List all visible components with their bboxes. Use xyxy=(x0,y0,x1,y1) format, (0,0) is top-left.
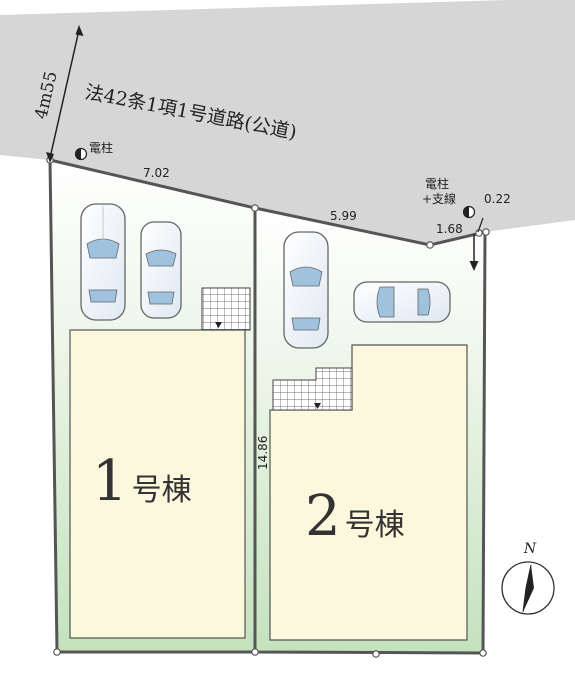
deck-1-arrow xyxy=(215,322,222,328)
dim-front-right: 5.99 xyxy=(330,209,357,223)
deck-1 xyxy=(201,287,251,331)
utility-pole-right-icon xyxy=(462,205,476,219)
pole-right-label-1: 電柱 xyxy=(425,176,449,191)
setback-arrow xyxy=(469,217,484,271)
utility-pole-left-icon xyxy=(74,147,88,161)
dim-corner: 1.68 xyxy=(436,222,463,236)
pole-left-label: 電柱 xyxy=(89,140,113,155)
building-1-number: 1 xyxy=(92,449,128,514)
car-2b xyxy=(353,281,451,323)
north-compass-icon xyxy=(501,561,555,615)
building-2-number: 2 xyxy=(305,484,341,549)
car-1a xyxy=(80,203,126,321)
pole-right-label-2: +支線 xyxy=(422,191,456,206)
dim-depth: 14.86 xyxy=(256,436,270,470)
road xyxy=(0,0,575,245)
compass-north-label: N xyxy=(523,541,537,557)
house-1-footprint xyxy=(69,329,246,639)
building-2-suffix: 号棟 xyxy=(345,508,405,543)
building-1-suffix: 号棟 xyxy=(132,473,192,508)
car-1b xyxy=(140,221,182,319)
deck-2 xyxy=(272,367,353,411)
deck-2-arrow xyxy=(314,403,321,409)
road-width-arrow xyxy=(46,25,84,163)
dim-setback: 0.22 xyxy=(484,192,511,206)
boundary-markers xyxy=(46,156,490,658)
car-2a xyxy=(283,231,329,349)
dim-front-left: 7.02 xyxy=(143,166,170,180)
